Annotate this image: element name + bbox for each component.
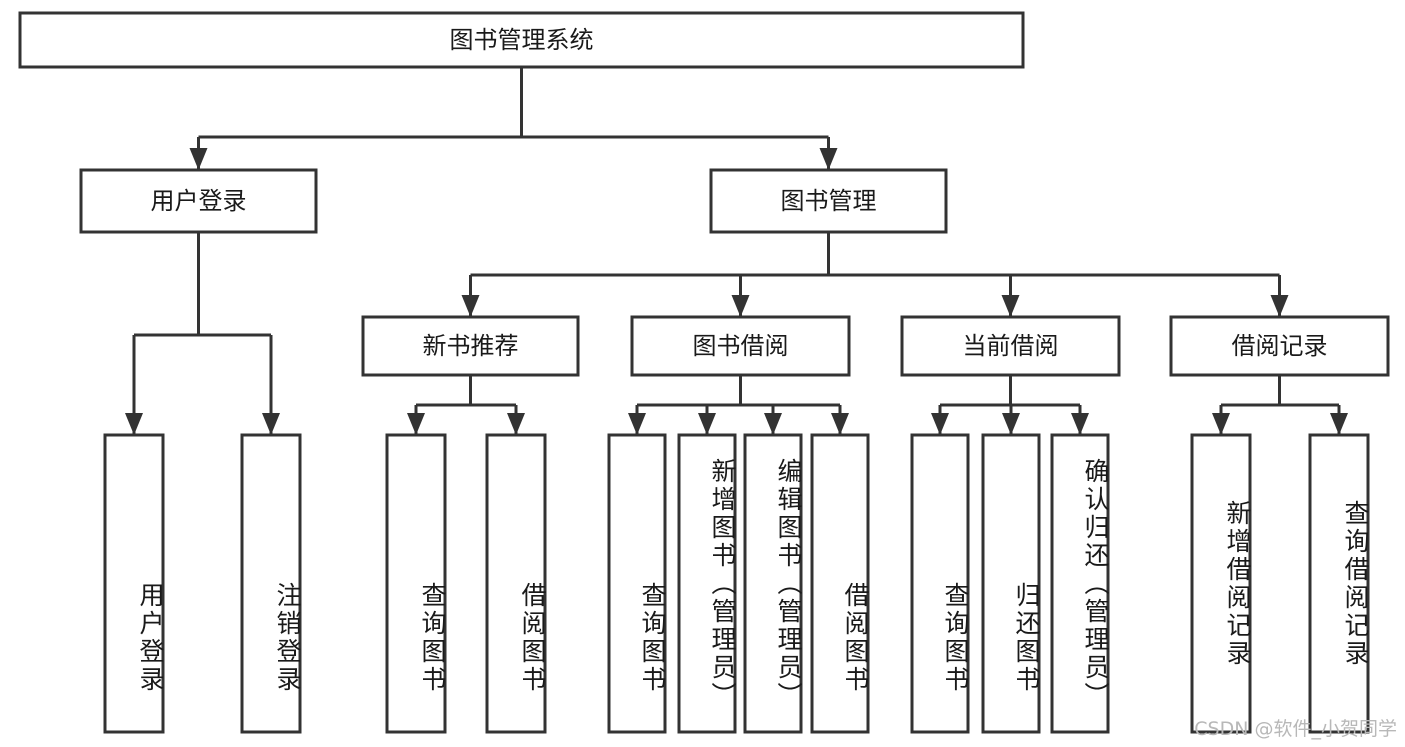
- node-label-borrow-records: 借阅记录: [1232, 332, 1328, 360]
- node-box-records-query[interactable]: [1308, 433, 1370, 734]
- node-label-user-login: 用户登录: [151, 187, 247, 215]
- node-box-recommend-query-book[interactable]: [385, 433, 447, 734]
- arrow-head-icon: [407, 413, 425, 435]
- arrow-head-icon: [1002, 413, 1020, 435]
- node-box-root[interactable]: [18, 11, 1025, 69]
- node-box-current-confirm-return[interactable]: [1050, 433, 1110, 734]
- node-box-records-add[interactable]: [1190, 433, 1252, 734]
- node-box-borrow-query-book[interactable]: [607, 433, 667, 734]
- node-label-new-book-recommend: 新书推荐: [423, 332, 519, 360]
- arrow-head-icon: [698, 413, 716, 435]
- node-box-new-book-recommend[interactable]: [361, 315, 580, 377]
- node-label-book-manage: 图书管理: [781, 187, 877, 215]
- node-box-borrow-records[interactable]: [1169, 315, 1390, 377]
- arrow-head-icon: [125, 413, 143, 435]
- arrow-head-icon: [1330, 413, 1348, 435]
- node-box-recommend-borrow-book[interactable]: [485, 433, 547, 734]
- arrow-head-icon: [628, 413, 646, 435]
- arrow-head-icon: [831, 413, 849, 435]
- node-box-borrow-add-book[interactable]: [677, 433, 737, 734]
- node-box-user-login-leaf[interactable]: [103, 433, 165, 734]
- arrow-head-icon: [1212, 413, 1230, 435]
- node-box-current-query-book[interactable]: [910, 433, 970, 734]
- node-box-borrow-edit-book[interactable]: [743, 433, 803, 734]
- node-box-user-logout-leaf[interactable]: [240, 433, 302, 734]
- csdn-watermark: CSDN @软件_小贺同学: [1194, 718, 1397, 740]
- arrow-head-icon: [1001, 295, 1020, 317]
- arrow-head-icon: [262, 413, 280, 435]
- node-box-current-borrow[interactable]: [900, 315, 1121, 377]
- node-label-book-borrow: 图书借阅: [693, 332, 789, 360]
- node-box-borrow-borrow-book[interactable]: [810, 433, 870, 734]
- boxes-layer: [18, 11, 1390, 734]
- node-box-user-login[interactable]: [79, 168, 318, 234]
- node-box-book-borrow[interactable]: [630, 315, 851, 377]
- node-box-book-manage[interactable]: [709, 168, 948, 234]
- arrow-head-icon: [931, 413, 949, 435]
- arrow-head-icon: [1270, 295, 1289, 317]
- arrow-head-icon: [764, 413, 782, 435]
- node-label-current-borrow: 当前借阅: [963, 332, 1059, 360]
- node-box-current-return-book[interactable]: [981, 433, 1041, 734]
- connectors-layer: [125, 67, 1348, 435]
- arrow-head-icon: [461, 295, 480, 317]
- arrow-head-icon: [731, 295, 750, 317]
- arrow-head-icon: [189, 148, 208, 170]
- arrow-head-icon: [1071, 413, 1089, 435]
- node-label-root: 图书管理系统: [450, 26, 594, 54]
- arrow-head-icon: [507, 413, 525, 435]
- arrow-head-icon: [819, 148, 838, 170]
